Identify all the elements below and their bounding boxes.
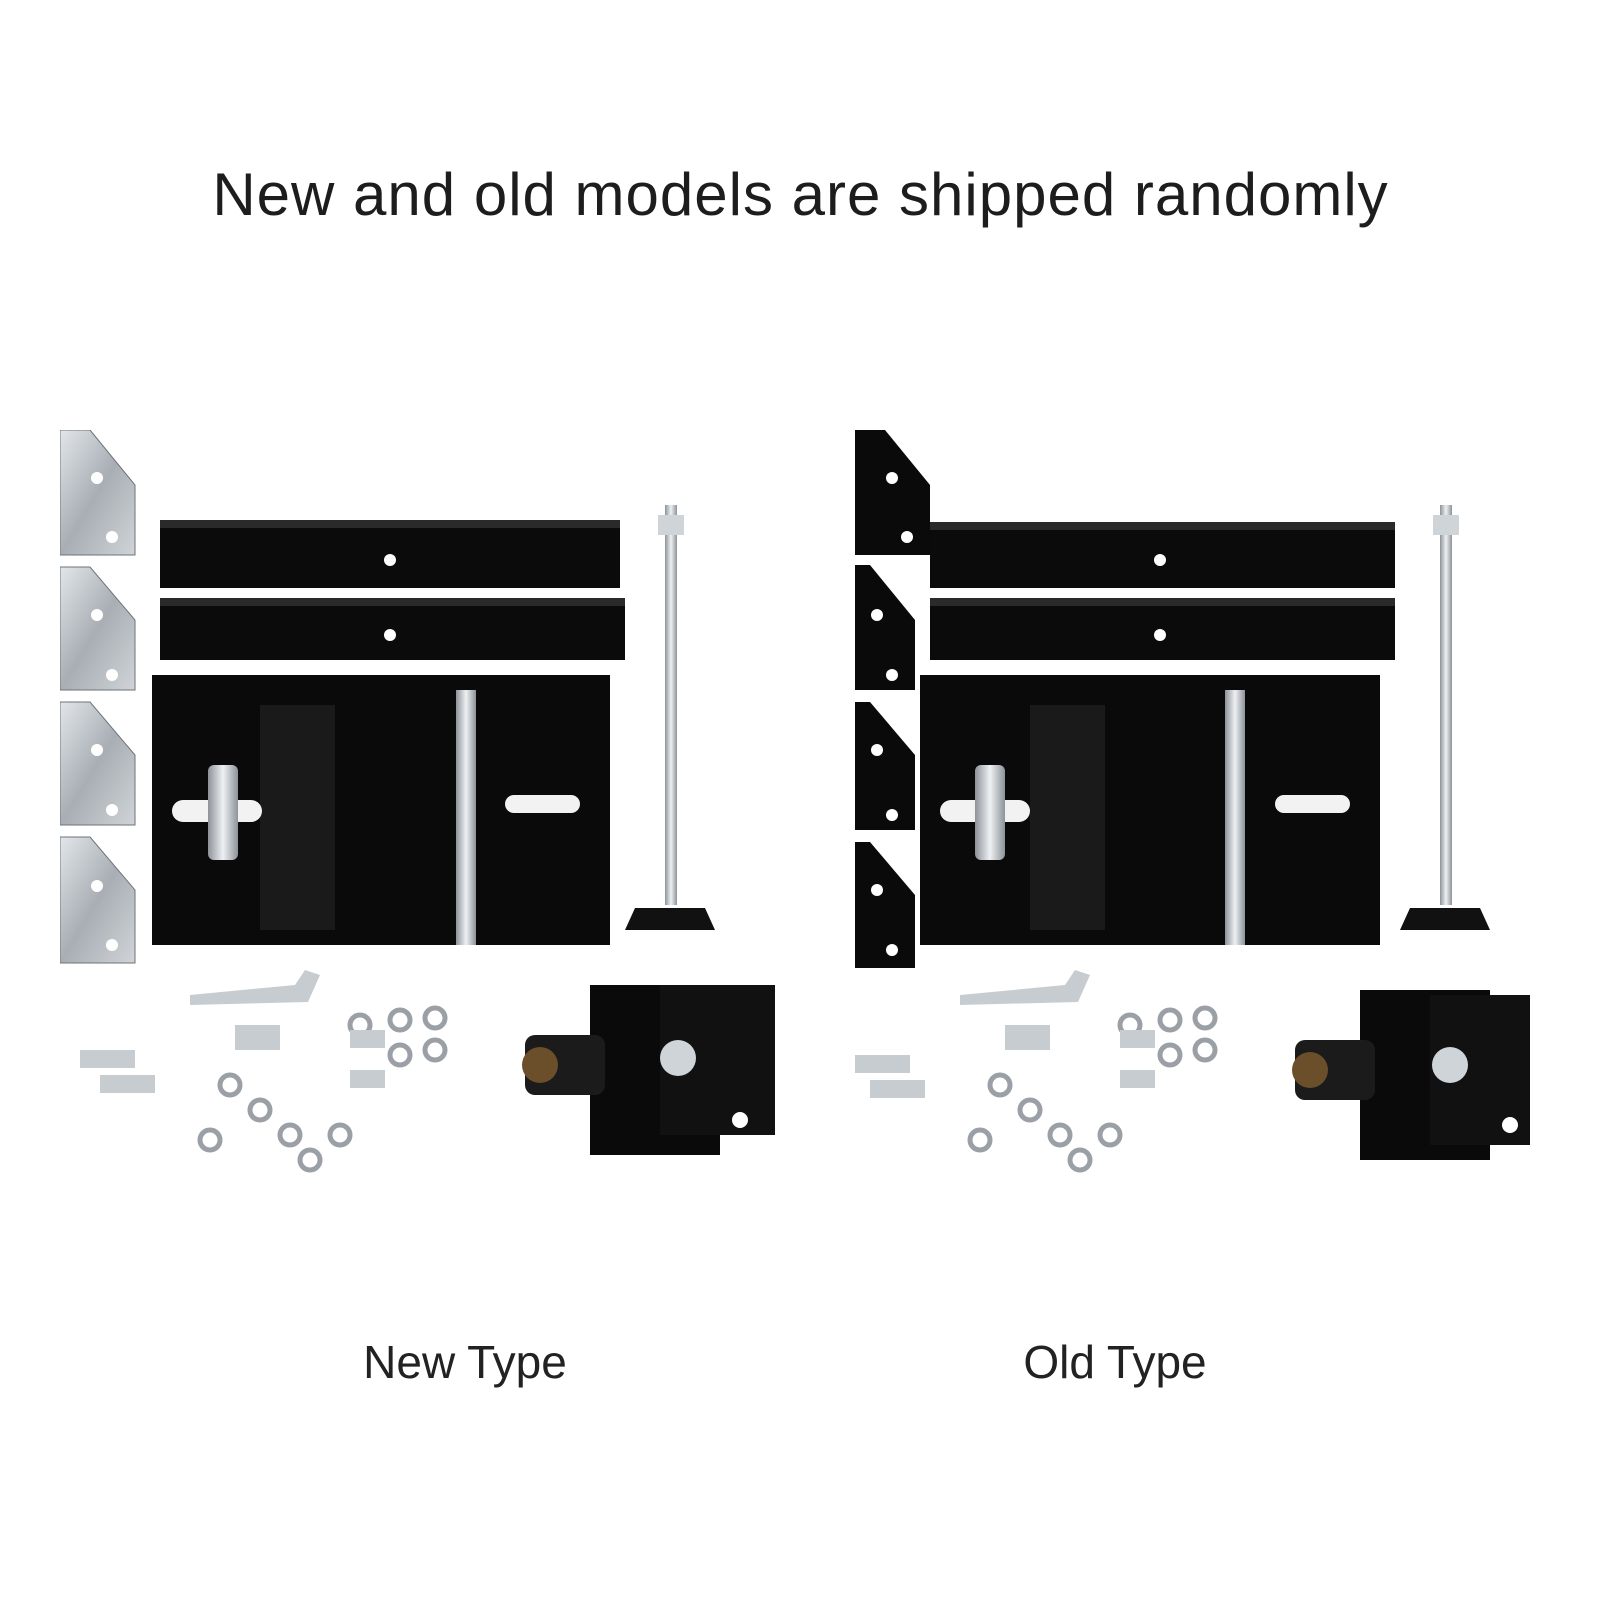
gusset-plates (60, 430, 136, 964)
hardware-bolts (80, 970, 448, 1173)
channel-bars (930, 522, 1395, 660)
headline: New and old models are shipped randomly (212, 161, 1389, 228)
old-type-parts-image (855, 430, 1530, 1173)
hitch-receiver (522, 985, 775, 1155)
hardware-bolts (855, 970, 1218, 1173)
channel-bars (160, 520, 625, 660)
new-type-label: New Type (363, 1336, 567, 1388)
threaded-rod (1400, 505, 1490, 930)
base-bracket (920, 675, 1380, 945)
hitch-receiver (1292, 990, 1530, 1160)
gusset-plates (855, 430, 930, 968)
base-bracket (152, 675, 610, 945)
threaded-rod (625, 505, 715, 930)
old-type-label: Old Type (1023, 1336, 1207, 1388)
new-type-kit (60, 430, 780, 1210)
new-type-parts-image (60, 430, 775, 1173)
old-type-kit (855, 430, 1575, 1210)
